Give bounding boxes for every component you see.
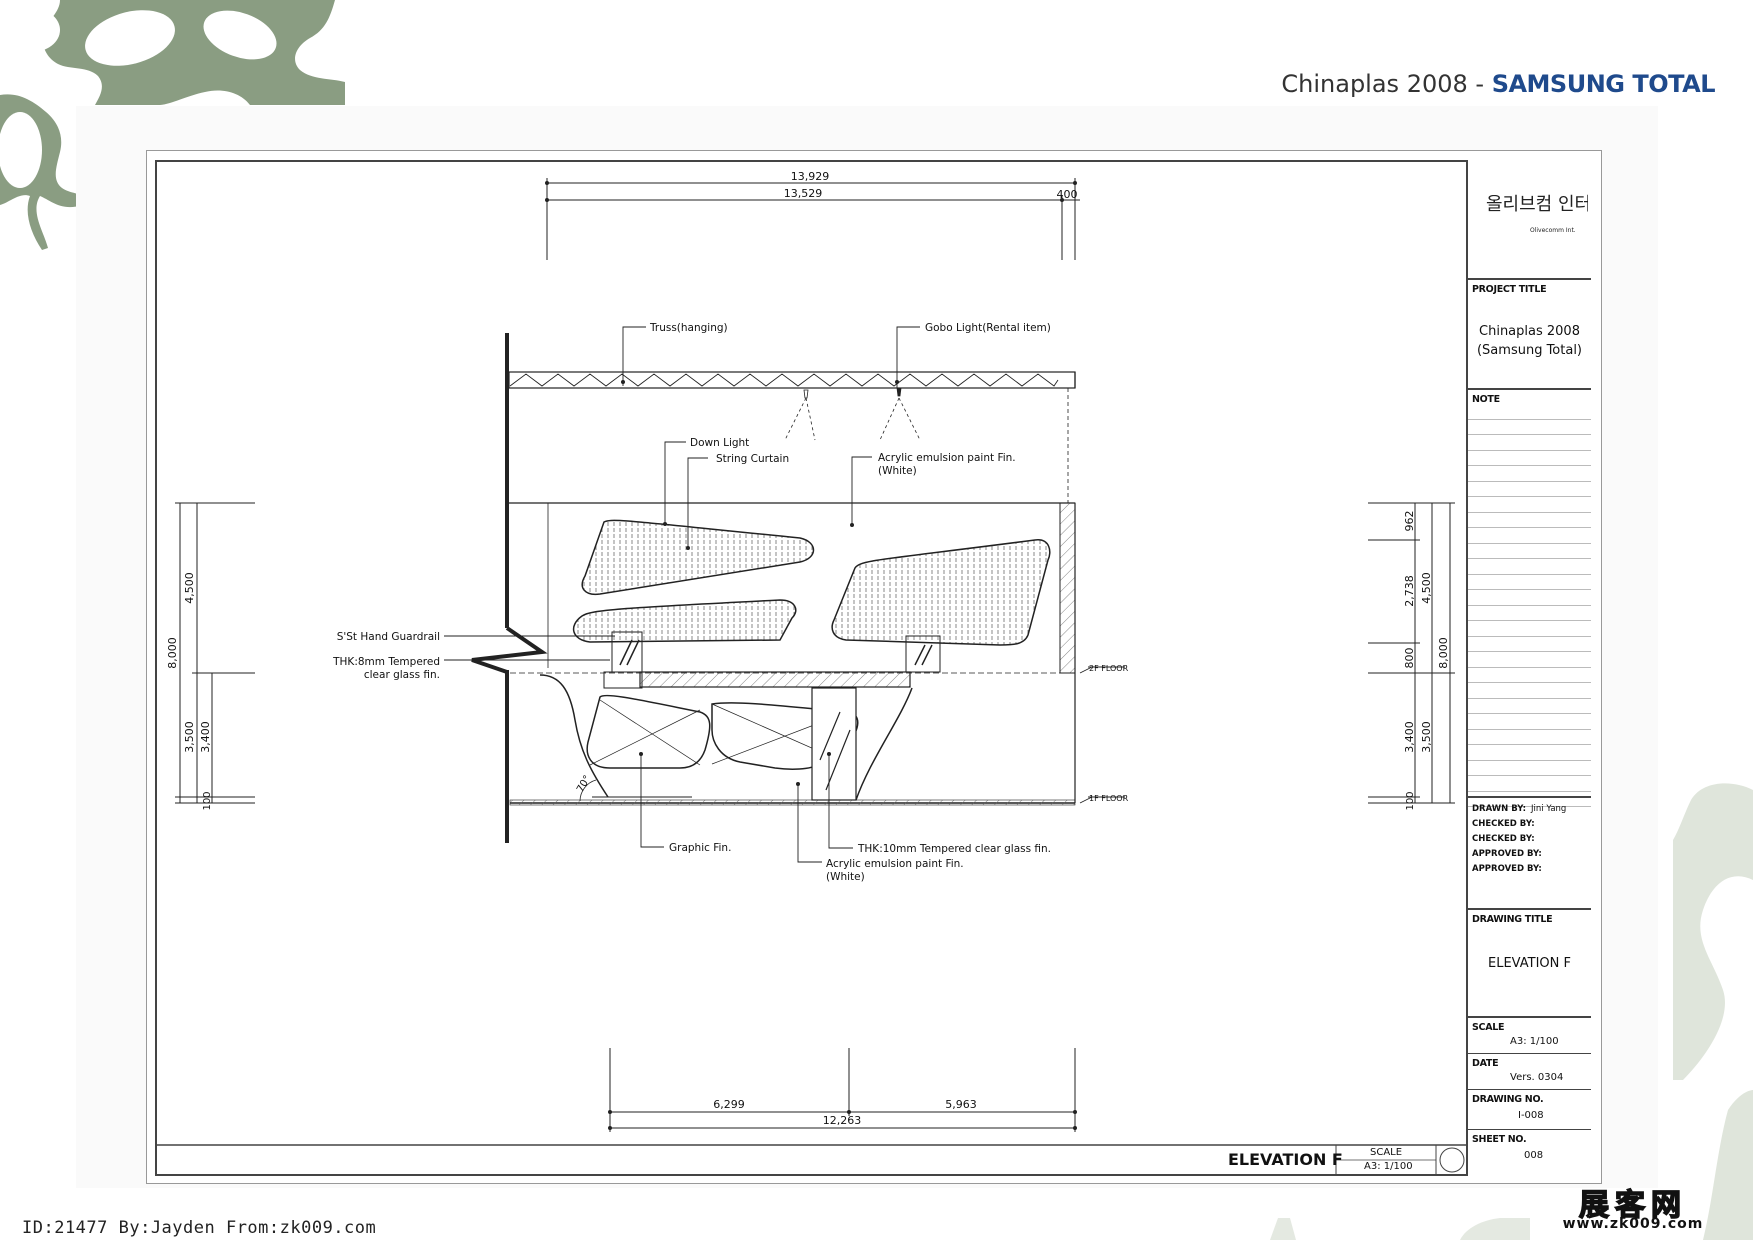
watermark-logo-glyphs: 展客网 [1578,1187,1687,1224]
dim-bottom-overall: 12,263 [823,1114,862,1127]
drawing-no-section: DRAWING NO. I-008 [1468,1090,1591,1130]
decorative-pattern-bottom [1270,1218,1530,1240]
watermark-text: ID:21477 By:Jayden From:zk009.com [22,1218,377,1238]
project-title-section: PROJECT TITLE Chinaplas 2008 (Samsung To… [1468,280,1591,390]
event-name: Chinaplas 2008 - [1281,70,1492,98]
label-angle: 70° [575,774,593,795]
dim-right-floor: 800 [1403,648,1416,669]
approved-by-label-2: APPROVED BY: [1472,864,1542,874]
scale-value: A3: 1/100 [1510,1036,1559,1047]
label-down-light: Down Light [690,437,749,449]
drawing-title-label: DRAWING TITLE [1472,914,1553,925]
dim-right-lower-b: 3,500 [1420,721,1433,753]
dim-right-top: 962 [1403,511,1416,532]
label-truss: Truss(hanging) [649,322,728,334]
dim-right-lower-a: 3,400 [1403,721,1416,753]
title-block: 올리브컴 인터내셔날 Olivecomm Int. PROJECT TITLE … [1466,160,1591,1176]
note-section: NOTE [1468,390,1591,807]
header-title: Chinaplas 2008 - SAMSUNG TOTAL [1281,70,1715,98]
bottom-title-bar [155,1144,1466,1174]
date-label: DATE [1472,1058,1499,1069]
drawing-sheet [146,150,1602,1184]
dim-top-right: 400 [1057,188,1078,201]
company-logo: 올리브컴 인터내셔날 Olivecomm Int. [1486,194,1588,234]
logo-subtext: Olivecomm Int. [1530,227,1576,234]
label-graphic-fin: Graphic Fin. [669,842,731,854]
dim-right-total: 8,000 [1437,637,1450,669]
checked-by-label-2: CHECKED BY: [1472,834,1535,844]
label-acrylic-top-1: Acrylic emulsion paint Fin. [878,452,1016,464]
note-lines [1468,404,1591,807]
scale-section: SCALE A3: 1/100 [1468,1018,1591,1054]
dim-left-lower-b: 3,400 [199,721,212,753]
down-light [784,387,921,441]
label-acrylic-bottom-2: (White) [826,871,865,883]
floor-label-2f: 2F FLOOR [1089,664,1129,673]
label-glass-8mm-1: THK:8mm Tempered [332,656,440,668]
label-string-curtain: String Curtain [716,453,789,465]
bottom-drawing-title: ELEVATION F [1228,1150,1343,1169]
floor-slab [510,631,1075,689]
sheet-no-label: SHEET NO. [1472,1134,1527,1145]
dim-right-upper: 4,500 [1420,572,1433,604]
floor-label-1f: 1F FLOOR [1089,794,1129,803]
drawing-no-value: I-008 [1518,1110,1544,1121]
decorative-pattern-top-left [0,0,345,250]
sheet-no-value: 008 [1524,1150,1544,1161]
project-title-line-2: (Samsung Total) [1476,343,1583,358]
checked-by-label-1: CHECKED BY: [1472,819,1535,829]
dim-top-main: 13,529 [784,187,823,200]
scale-label: SCALE [1472,1022,1505,1033]
approval-section: DRAWN BY: Jini Yang CHECKED BY: CHECKED … [1468,798,1591,910]
upper-fins [572,519,1051,646]
drawing-title-value: ELEVATION F [1488,956,1571,971]
label-gobo-light: Gobo Light(Rental item) [925,322,1051,334]
dim-left-lower-a: 3,500 [183,721,196,753]
date-value: Vers. 0304 [1510,1072,1564,1083]
note-label: NOTE [1472,394,1500,405]
project-title-label: PROJECT TITLE [1472,284,1547,295]
drawing-title-section: DRAWING TITLE ELEVATION F [1468,910,1591,1018]
dim-right-mid: 2,738 [1403,575,1416,607]
project-title-line-1: Chinaplas 2008 [1479,324,1580,339]
label-acrylic-bottom-1: Acrylic emulsion paint Fin. [826,858,964,870]
drawn-by-value: Jini Yang [1531,804,1567,814]
label-glass-8mm-2: clear glass fin. [364,669,440,681]
label-acrylic-top-2: (White) [878,465,917,477]
dim-left-upper: 4,500 [183,572,196,604]
dim-top-overall: 13,929 [791,170,830,183]
right-dimension-lines [1368,502,1455,804]
label-guardrail: S'St Hand Guardrail [337,631,440,643]
watermark-logo: 展客网 www.zk009.com [1528,1180,1738,1232]
sheet-no-section: SHEET NO. 008 [1468,1130,1591,1174]
drawn-by-label: DRAWN BY: [1472,804,1527,814]
logo-section: 올리브컴 인터내셔날 Olivecomm Int. [1468,160,1591,280]
leader-lines [444,326,920,863]
dim-bottom-right: 5,963 [945,1098,977,1111]
bottom-dimension-lines [608,1048,1077,1132]
top-dimension-lines [545,178,1080,260]
dim-left-total: 8,000 [166,637,179,669]
bottom-scale-label: SCALE [1370,1147,1403,1158]
drawing-no-label: DRAWING NO. [1472,1094,1544,1105]
dim-right-base: 100 [1405,791,1416,810]
date-section: DATE Vers. 0304 [1468,1054,1591,1090]
decorative-pattern-right [1673,783,1753,1240]
dim-bottom-left: 6,299 [713,1098,745,1111]
floor-markers [1079,666,1125,804]
watermark-url: www.zk009.com [1562,1216,1704,1232]
brand-name: SAMSUNG TOTAL [1491,70,1716,98]
left-dimension-lines [175,502,255,804]
approved-by-label-1: APPROVED BY: [1472,849,1542,859]
booth-structure [471,333,1076,843]
bottom-scale-value: A3: 1/100 [1364,1161,1413,1172]
label-glass-10mm: THK:10mm Tempered clear glass fin. [857,843,1051,855]
dim-left-base: 100 [202,791,213,810]
logo-text: 올리브컴 인터내셔날 [1486,194,1588,215]
lower-structure [509,674,1076,806]
